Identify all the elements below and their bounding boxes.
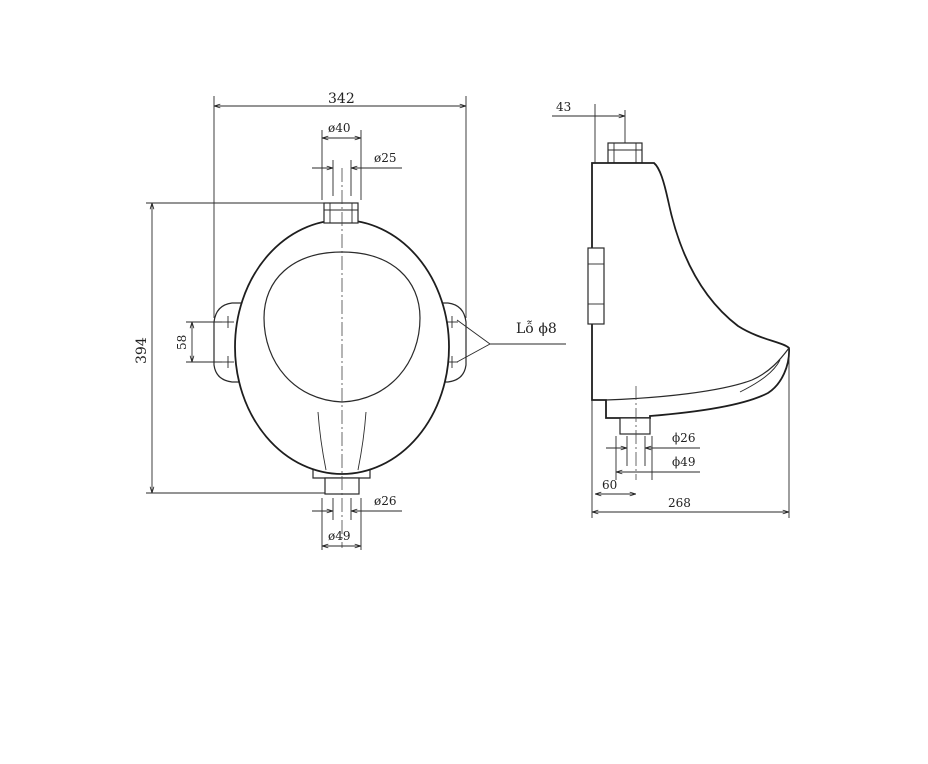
dim-side-outlet-inner: ϕ26 bbox=[672, 431, 695, 445]
hole-callout: Lỗ ϕ8 bbox=[516, 320, 557, 337]
dim-top-inner: ø25 bbox=[374, 151, 397, 165]
side-body bbox=[591, 162, 790, 419]
dim-bottom-outer: ø49 bbox=[328, 529, 351, 543]
hole-marks bbox=[222, 316, 458, 368]
dim-side-depth: 268 bbox=[668, 496, 691, 510]
front-view: 342 ø40 ø25 394 58 ø26 ø49 bbox=[134, 91, 566, 550]
dim-bottom-inner: ø26 bbox=[374, 494, 397, 508]
dim-top-outer: ø40 bbox=[328, 121, 351, 135]
dim-width: 342 bbox=[328, 91, 355, 107]
dim-side-outlet-offset: 60 bbox=[602, 478, 617, 492]
dim-height: 394 bbox=[134, 337, 150, 364]
side-outlet bbox=[619, 417, 651, 435]
side-top-inlet bbox=[607, 142, 643, 164]
side-view: 43 ϕ26 ϕ49 60 268 bbox=[552, 100, 790, 518]
dim-side-outlet-outer: ϕ49 bbox=[672, 455, 695, 469]
dim-bracket-spacing: 58 bbox=[175, 335, 189, 350]
top-inlet-nut bbox=[323, 202, 359, 224]
side-bracket bbox=[587, 247, 605, 325]
dim-side-top-offset: 43 bbox=[556, 100, 571, 114]
